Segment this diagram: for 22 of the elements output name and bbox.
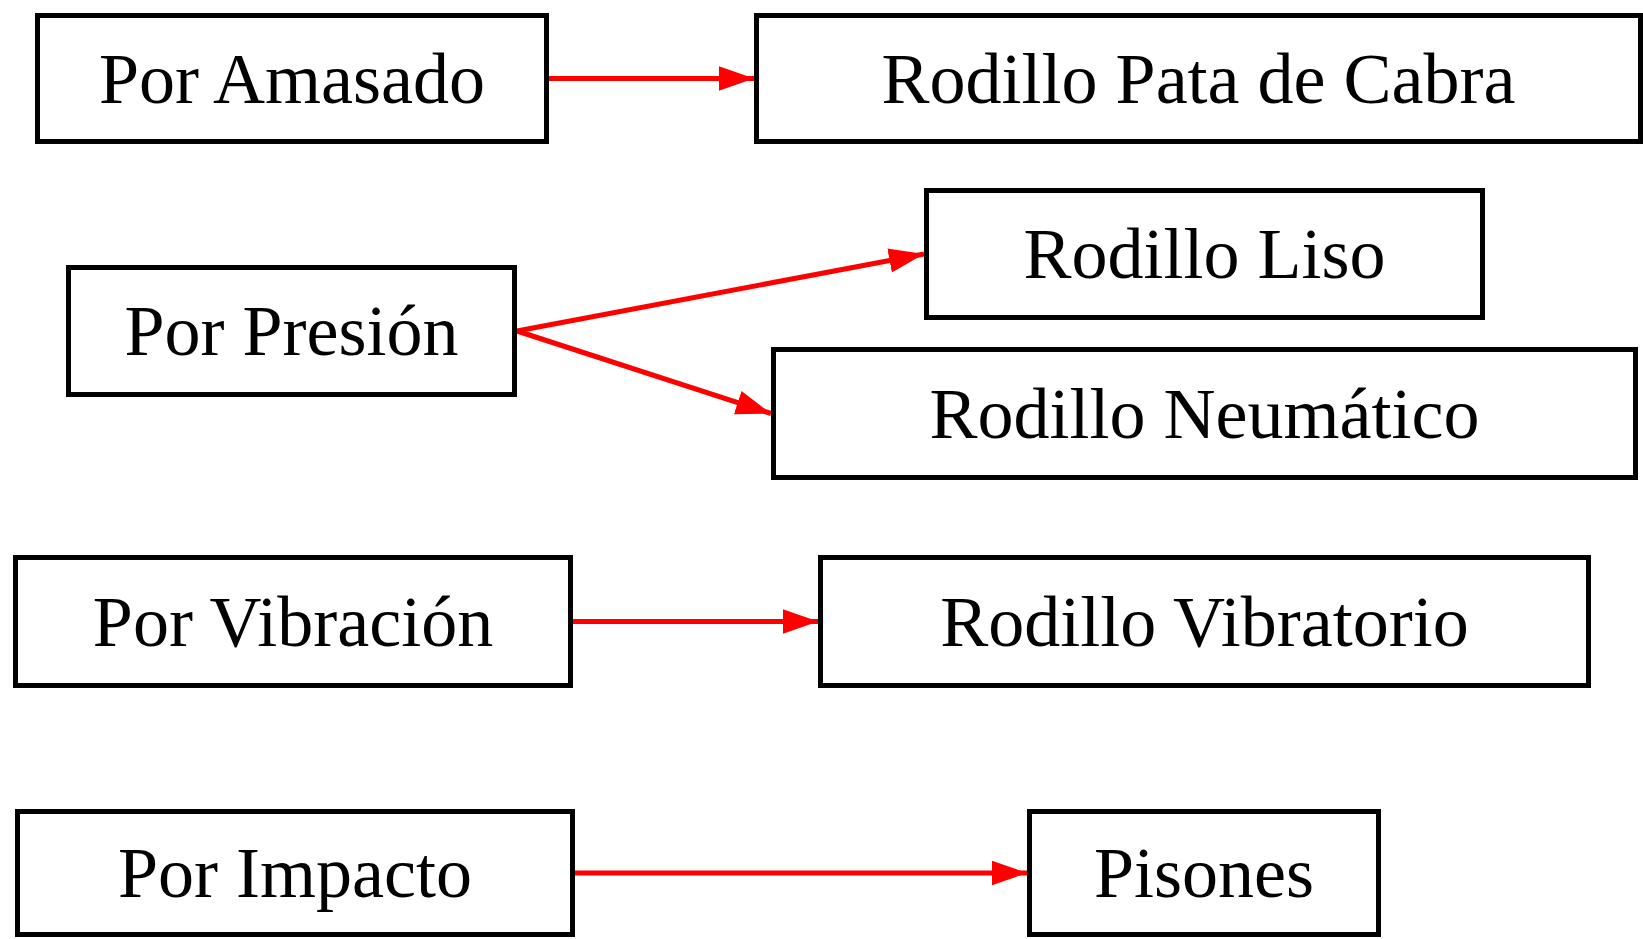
node-label: Por Presión (124, 295, 459, 367)
node-label: Rodillo Vibratorio (940, 585, 1469, 658)
node-label: Pisones (1093, 837, 1314, 909)
node-label: Rodillo Neumático (929, 377, 1480, 450)
process-box (771, 347, 1638, 480)
node-label: Rodillo Pata de Cabra (881, 42, 1516, 115)
process-box (924, 188, 1485, 320)
arrow (573, 609, 818, 634)
arrow (516, 248, 925, 334)
process-box (754, 13, 1643, 144)
node-label: Rodillo Liso (1023, 218, 1386, 290)
node-label: Por Amasado (99, 42, 485, 115)
process-box (818, 555, 1591, 688)
node-label: Por Vibración (92, 585, 494, 658)
process-box (35, 13, 549, 144)
arrow (516, 328, 772, 416)
arrow (549, 66, 754, 91)
process-box (66, 265, 517, 397)
process-box (15, 809, 575, 937)
process-box (13, 555, 573, 688)
process-box (1027, 809, 1381, 937)
arrow (575, 860, 1027, 886)
